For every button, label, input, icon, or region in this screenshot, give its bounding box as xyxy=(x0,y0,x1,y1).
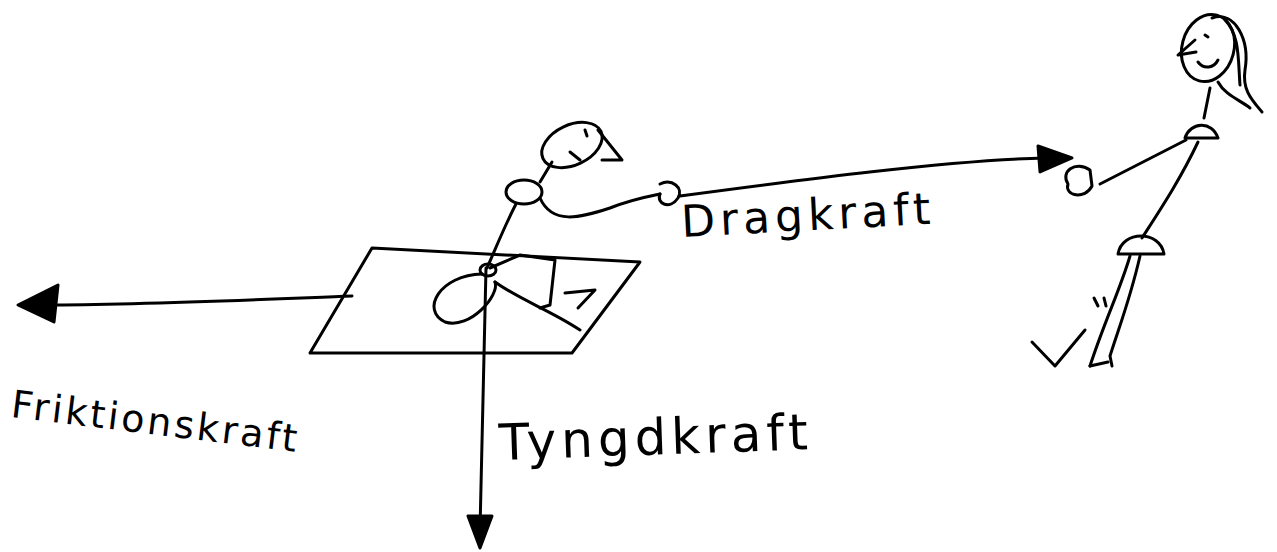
sitter-leg xyxy=(495,282,580,330)
sitter-knee xyxy=(490,255,555,308)
puller-foot xyxy=(1090,362,1108,366)
puller-leg xyxy=(1110,256,1140,366)
sitter-head xyxy=(535,113,610,176)
sitter-nose xyxy=(598,130,622,160)
sitter-foot xyxy=(565,290,595,308)
force-label: Friktionskraft xyxy=(9,385,302,458)
sitter-mouth xyxy=(570,152,580,160)
puller-hip xyxy=(1118,236,1164,254)
gravity-arrowhead xyxy=(468,516,492,548)
puller-body xyxy=(1142,142,1198,238)
puller-hair xyxy=(1225,20,1240,85)
puller-shoulder xyxy=(1185,125,1218,138)
puller-hair xyxy=(1212,17,1262,112)
puller-foot xyxy=(1032,330,1085,366)
puller-arm xyxy=(1100,140,1186,184)
friction-arrowhead xyxy=(18,285,58,322)
puller-smile xyxy=(1198,60,1218,67)
puller-neck xyxy=(1204,88,1210,118)
sitter-hand xyxy=(659,182,679,204)
force-label: Tyngdkraft xyxy=(498,407,814,468)
drag-arrowhead xyxy=(1038,146,1072,172)
sitter-leg-loop xyxy=(434,274,496,323)
sitter-neck xyxy=(540,162,552,182)
puller-nose xyxy=(1178,40,1196,55)
force-label: Dragkraft xyxy=(680,187,936,244)
sitter-eye xyxy=(585,130,587,136)
friction-arrow-shaft xyxy=(28,296,352,305)
puller-hand xyxy=(1066,166,1092,195)
sitter-arm xyxy=(540,194,660,217)
puller-eye xyxy=(1205,35,1208,37)
puller-hair xyxy=(1218,82,1250,108)
sled-mat xyxy=(310,248,640,353)
puller-knee xyxy=(1094,298,1106,306)
sitter-shoulder xyxy=(506,180,542,204)
